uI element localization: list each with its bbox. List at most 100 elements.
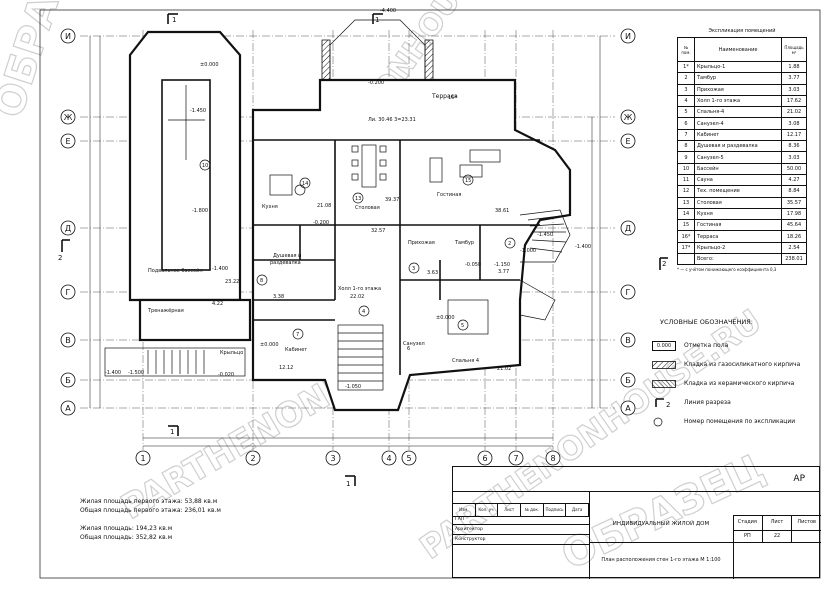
room-area-cell: 8.84 [781,185,807,198]
room-number-cell: 17* [677,241,695,255]
watermark-text-a: ОБРАЗЕЦ [0,0,97,123]
svg-text:-0.020: -0.020 [218,372,234,378]
row-axis-bubble [60,28,76,44]
svg-text:3: 3 [412,266,415,272]
svg-text:12.12: 12.12 [279,365,293,371]
explication-header: № пом. [677,37,695,62]
room-area-cell: 12.17 [781,128,807,142]
area-summary: Жилая площадь первого этажа: 53,88 кв.м … [80,497,221,542]
room-number-cell: 2 [677,72,695,85]
column-axis-label: 5 [406,454,411,463]
svg-text:Гостиная: Гостиная [437,192,461,198]
sheet-value: 22 [763,529,793,543]
sheet-frame [39,9,821,579]
room-number-cell: 15 [677,219,695,232]
svg-text:2: 2 [662,260,666,268]
room-area-cell: 8.36 [781,140,807,153]
room-number-cell: 9 [677,151,695,164]
sheet-title: План расположения стен 1-го этажа М 1:10… [601,557,721,563]
explication-row: Всего:238.01 [677,253,807,266]
column-axis-bubble [401,450,417,466]
row-axis-bubble [620,372,636,388]
level-mark: -1.400 [575,244,591,250]
room-area-cell: 21.02 [781,106,807,119]
stamp-column-header: Лист [498,504,522,516]
svg-text:7: 7 [296,332,299,338]
row-axis-label: Г [626,288,631,297]
stage-header: Стадия [733,516,763,530]
room-name-cell: Всего: [694,253,782,266]
stamp-role: Архитектор [453,525,589,535]
svg-text:2: 2 [508,241,511,247]
svg-text:5: 5 [461,323,464,329]
room-area-cell: 35.57 [781,196,807,209]
column-axis-bubble [135,450,151,466]
column-axis-bubble [325,450,341,466]
svg-text:-0.200: -0.200 [368,80,384,86]
svg-text:13: 13 [355,196,361,202]
svg-text:1: 1 [170,428,174,436]
svg-text:Тренажёрная: Тренажёрная [147,308,184,314]
room-name-cell: Сауна [694,173,782,187]
legend-item: 0.000 Отметка пола [652,336,817,355]
row-axis-label: Ж [624,113,633,122]
svg-text:32.57: 32.57 [371,228,385,234]
svg-text:-1.500: -1.500 [128,370,144,376]
ceramic-brick-hatch-icon [652,379,676,388]
svg-text:Кабинет: Кабинет [285,347,307,353]
stamp-role: Конструктор [453,535,589,545]
room-area-cell: 3.03 [781,151,807,164]
svg-text:2: 2 [666,401,670,409]
staircase [337,324,384,391]
stair-entry [104,347,246,377]
column-axis-label: 6 [482,454,487,463]
stamp-column-header: Дата [566,504,590,516]
service-rooms-wall [138,298,252,342]
explication-header: Наименование [694,37,782,62]
svg-text:Душевая и: Душевая и [273,253,301,259]
legend-item: Кладка из керамического кирпича [652,374,817,393]
svg-text:Прихожая: Прихожая [408,240,435,246]
row-axis-bubble [620,133,636,149]
dining-table [361,144,377,188]
column-axis-bubble [508,450,524,466]
svg-text:±0.000: ±0.000 [200,62,219,68]
row-axis-label: А [65,404,71,413]
row-axis-bubble [620,400,636,416]
room-number-cell: 13 [677,196,695,209]
room-name-cell: Душевая и раздевалка [694,140,782,153]
legend-title: УСЛОВНЫЕ ОБОЗНАЧЕНИЯ: [660,318,753,326]
legend-item: 2 Линия разреза [652,393,817,412]
sheets-header: Листов [797,519,817,525]
level-top: -4.400 [380,8,396,14]
svg-text:21.02: 21.02 [497,366,511,372]
room-name-cell: Гостиная [694,219,782,232]
svg-text:38.61: 38.61 [495,208,509,214]
row-axis-label: В [65,336,71,345]
stage-value: РП [733,529,763,543]
svg-text:Крыльцо: Крыльцо [220,350,243,356]
svg-text:Спальня 4: Спальня 4 [452,358,479,364]
room-name-cell: Спальня-4 [694,106,782,119]
row-axis-label: И [65,32,71,41]
stamp-column-header: Подпись [544,504,567,516]
svg-text:Терраса: Терраса [431,93,458,100]
row-axis-bubble [620,220,636,236]
row-axis-label: И [625,32,631,41]
interior-walls [253,139,540,375]
column-axis-label: 1 [140,454,145,463]
